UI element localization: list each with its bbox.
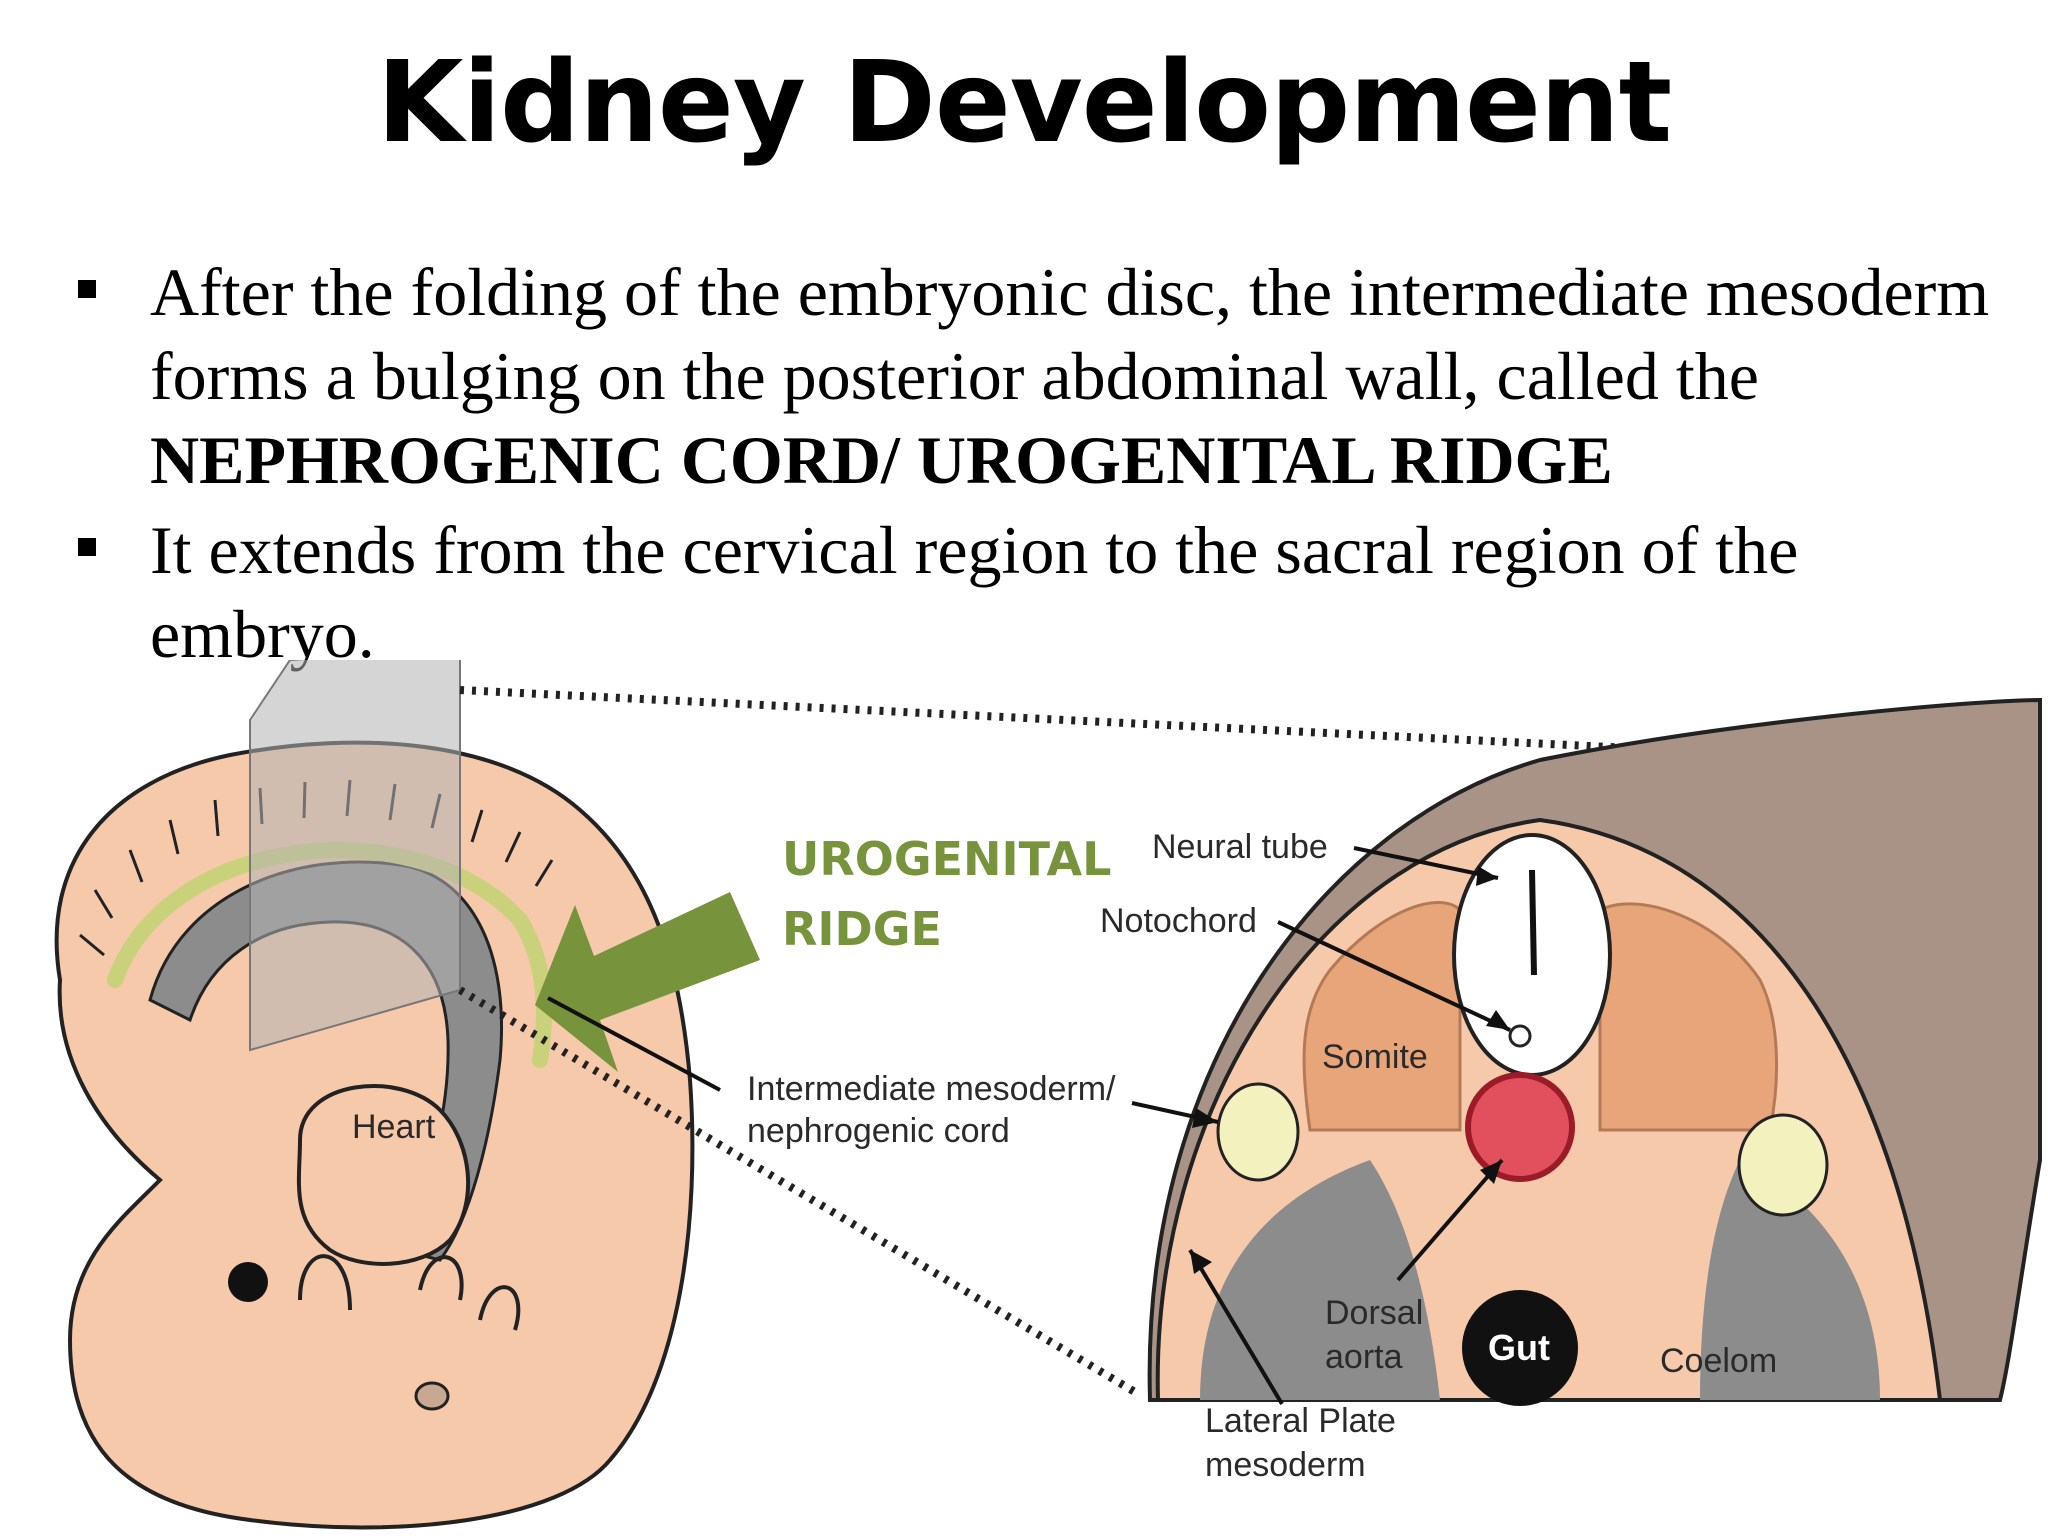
coelom-label: Coelom <box>1660 1342 1777 1380</box>
embryo-illustration: Heart <box>54 660 695 1530</box>
square-bullet-icon <box>78 280 96 298</box>
lateral-label-2: mesoderm <box>1205 1446 1366 1484</box>
intermediate-label-1: Intermediate mesoderm/ <box>747 1070 1116 1108</box>
heart-label: Heart <box>352 1108 436 1146</box>
embryo-ear <box>414 1381 450 1411</box>
dorsal-label-1: Dorsal <box>1325 1294 1423 1332</box>
coelom-left <box>1200 1160 1440 1400</box>
ridge-section-pointer <box>547 996 721 1092</box>
kidney-diagram: Heart UROGENITAL RIDGE Somite <box>54 660 2042 1530</box>
bullet-item-1: After the folding of the embryonic disc,… <box>78 250 2038 502</box>
neural-canal <box>1529 869 1537 976</box>
callout-label-line2: RIDGE <box>782 902 942 956</box>
arrowhead-icon <box>1480 1160 1502 1184</box>
nephrogenic-cord-right <box>1737 1113 1829 1217</box>
pharyngeal-arches <box>298 1254 521 1331</box>
neural-tube-label: Neural tube <box>1152 828 1328 866</box>
lateral-pointer <box>1188 1248 1284 1406</box>
bullet-bold-term: NEPHROGENIC CORD/ UROGENITAL RIDGE <box>150 422 1613 498</box>
dorsal-pointer <box>1396 1158 1504 1282</box>
embryo-eye <box>228 1262 268 1302</box>
heart-shape <box>296 1084 471 1266</box>
somite-right <box>1598 902 1779 1132</box>
somite-left <box>1302 901 1462 1132</box>
intermediate-label-2: nephrogenic cord <box>747 1112 1010 1150</box>
callout-label-line1: UROGENITAL <box>782 832 1111 886</box>
neural-tube-pointer <box>1353 846 1499 880</box>
dorsal-aorta <box>1465 1072 1575 1182</box>
bullet-list: After the folding of the embryonic disc,… <box>78 250 2038 682</box>
cross-section: Somite Gut <box>1147 697 2042 1406</box>
arrowhead-icon <box>1192 1108 1218 1128</box>
arrowhead-icon <box>1190 1250 1212 1274</box>
notochord-pointer <box>1277 920 1511 1032</box>
lateral-label-1: Lateral Plate <box>1205 1402 1396 1440</box>
arrowhead-icon <box>1476 866 1498 886</box>
bullet-text-2: It extends from the cervical region to t… <box>150 512 1799 672</box>
bullet-item-2: It extends from the cervical region to t… <box>78 508 2038 676</box>
slide-title: Kidney Development <box>376 38 1672 168</box>
arrowhead-icon <box>1486 1010 1510 1030</box>
section-plane <box>249 660 461 1052</box>
urogenital-ridge-arrow <box>535 892 760 1072</box>
square-bullet-icon <box>78 538 96 556</box>
bullet-text-1: After the folding of the embryonic disc,… <box>150 254 1990 414</box>
notochord-label: Notochord <box>1100 902 1257 940</box>
projection-line-top <box>459 686 1671 754</box>
dorsal-label-2: aorta <box>1325 1338 1403 1376</box>
coelom-right <box>1700 1160 1880 1400</box>
gut-label: Gut <box>1488 1327 1550 1368</box>
gut <box>1462 1290 1578 1406</box>
notochord <box>1508 1024 1532 1048</box>
nephrogenic-cord-left <box>1216 1082 1300 1182</box>
somite-label: Somite <box>1322 1038 1428 1076</box>
